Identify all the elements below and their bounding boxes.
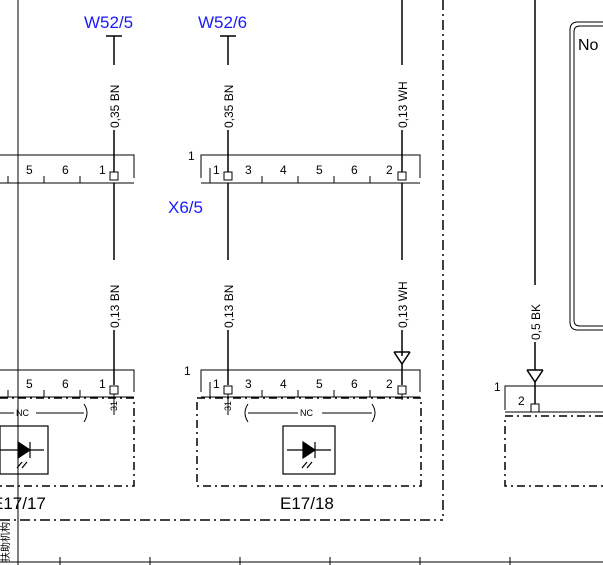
wires bbox=[113, 0, 536, 385]
pin-label: 1 bbox=[99, 377, 106, 391]
pin-label: 1 bbox=[99, 163, 106, 177]
pin-label: 1 bbox=[213, 377, 220, 391]
pin-label: 4 bbox=[280, 377, 287, 391]
pins-lower-right: 1 1 3 4 5 6 2 bbox=[184, 364, 393, 391]
component-label-e17-18: E17/18 bbox=[280, 494, 334, 513]
pins-upper-right: 1 1 3 4 5 6 2 bbox=[188, 149, 393, 177]
connector-label-x6-5: X6/5 bbox=[168, 198, 203, 217]
wire-label-upper-3: 0,13 WH bbox=[396, 81, 410, 128]
pin-label: 4 bbox=[280, 163, 287, 177]
component-box-e17-18 bbox=[196, 397, 422, 487]
wire-label-lower-3: 0,13 WH bbox=[396, 281, 410, 328]
arrow-wh bbox=[393, 351, 411, 385]
pin-label: 6 bbox=[351, 377, 358, 391]
nc-bracket-1 bbox=[0, 403, 88, 423]
pin-label: 5 bbox=[26, 163, 33, 177]
pin-label: 6 bbox=[62, 163, 69, 177]
pin-far-right: 2 bbox=[518, 394, 525, 408]
pins-lower-left: 5 6 1 bbox=[26, 377, 106, 391]
pin-label: 3 bbox=[245, 377, 252, 391]
pin-label: 5 bbox=[316, 377, 323, 391]
component-label-e17-17: E17/17 bbox=[0, 494, 46, 513]
wire-label-lower-1: 0,13 BN bbox=[108, 285, 122, 328]
note-box bbox=[569, 21, 603, 331]
pin-31-a: 31 bbox=[109, 401, 119, 411]
wire-label-right-bk: 0,5 BK bbox=[529, 304, 543, 340]
pin-label: 1 bbox=[213, 163, 220, 177]
led-icon bbox=[282, 425, 336, 475]
wire-label-lower-2: 0,13 BN bbox=[222, 285, 236, 328]
pin-31-b: 31 bbox=[223, 401, 233, 411]
nc-bracket-2 bbox=[244, 403, 376, 423]
component-box-e17-17 bbox=[0, 397, 135, 487]
wire-ref-w52-5: W52/5 bbox=[84, 13, 133, 32]
module-boundary bbox=[0, 0, 444, 521]
nc-label-2: NC bbox=[300, 408, 313, 418]
pin-far-right-side: 1 bbox=[494, 380, 501, 394]
pin-label: 5 bbox=[26, 377, 33, 391]
connector-upper-left bbox=[0, 154, 135, 184]
pin-label: 2 bbox=[386, 163, 393, 177]
wire-label-upper-1: 0,35 BN bbox=[108, 85, 122, 128]
wire-stubs bbox=[113, 394, 403, 415]
wire-label-upper-2: 0,35 BN bbox=[222, 85, 236, 128]
bottom-ruler bbox=[0, 557, 603, 565]
pin-label: 2 bbox=[386, 377, 393, 391]
pin-label: 3 bbox=[245, 163, 252, 177]
pin-label: 1 bbox=[188, 149, 195, 163]
arrow-bk bbox=[526, 369, 544, 404]
pin-label: 6 bbox=[62, 377, 69, 391]
connector-x6-5 bbox=[200, 154, 421, 184]
led-icon bbox=[0, 425, 49, 475]
connector-lower-right bbox=[200, 369, 421, 398]
pins-upper-left: 5 6 1 bbox=[26, 163, 106, 177]
nc-label-1: NC bbox=[16, 408, 29, 418]
pin-label: 1 bbox=[184, 364, 191, 378]
pin-label: 5 bbox=[316, 163, 323, 177]
vertical-margin-text: 扶助机构 bbox=[0, 522, 12, 562]
note-box-text: No bbox=[578, 37, 599, 54]
connector-far-right bbox=[504, 385, 603, 413]
wire-ref-w52-6: W52/6 bbox=[198, 13, 247, 32]
pin-label: 6 bbox=[351, 163, 358, 177]
component-box-right bbox=[504, 415, 603, 487]
wire-labels: 0,35 BN 0,35 BN 0,13 WH 0,13 BN 0,13 BN … bbox=[108, 81, 543, 340]
